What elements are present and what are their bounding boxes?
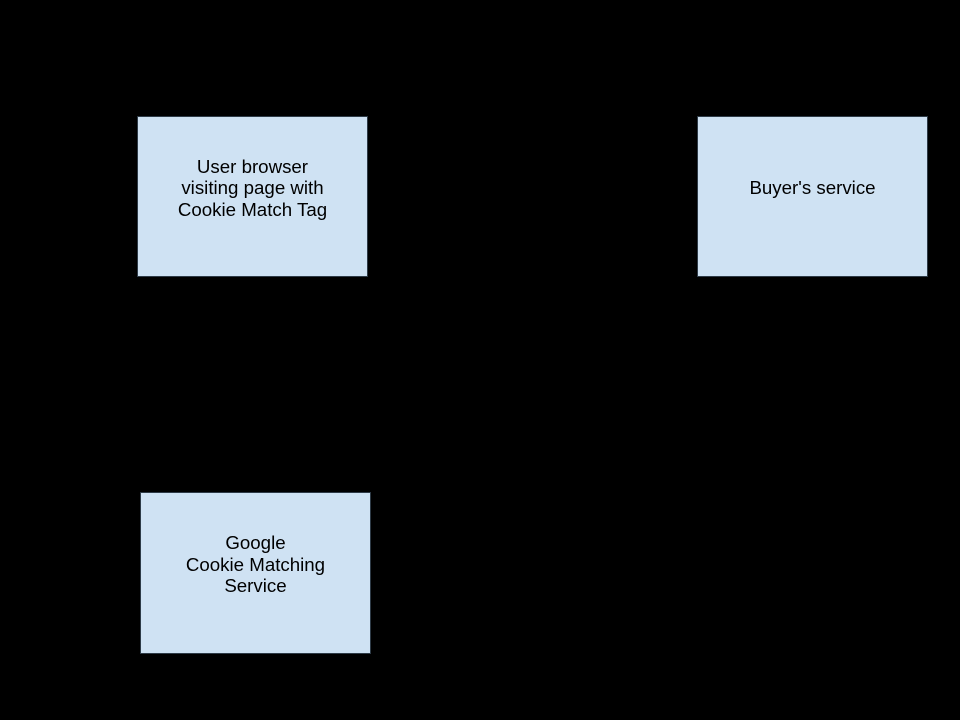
- node-buyers-service-label: Buyer's service: [749, 177, 875, 199]
- node-label-line: visiting page with: [181, 177, 324, 199]
- node-google-cookie-matching-service-label: Google Cookie Matching Service: [186, 532, 325, 597]
- node-label-line: Service: [224, 575, 287, 597]
- node-label-line: Buyer's service: [749, 177, 876, 199]
- node-google-cookie-matching-service: Google Cookie Matching Service: [140, 492, 371, 654]
- node-label-line: Cookie Match Tag: [177, 198, 328, 220]
- node-buyers-service: Buyer's service: [697, 116, 928, 277]
- node-label-line: Cookie Matching: [185, 553, 326, 575]
- node-label-line: User browser: [196, 155, 309, 177]
- node-user-browser-label: User browser visiting page with Cookie M…: [178, 156, 327, 221]
- node-user-browser: User browser visiting page with Cookie M…: [137, 116, 368, 277]
- node-label-line: Google: [225, 532, 286, 554]
